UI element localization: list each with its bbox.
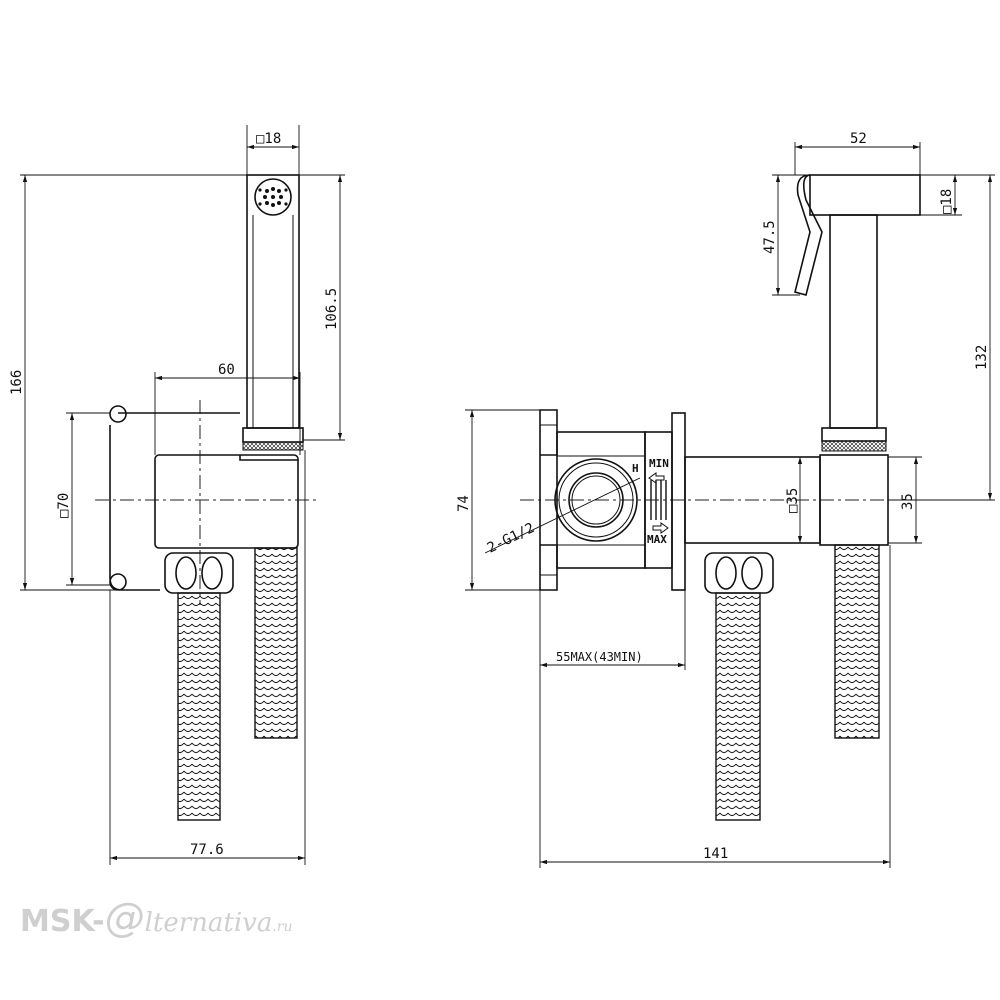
dim-total-width: 141	[703, 846, 728, 862]
dim-lever: 47.5	[762, 220, 778, 254]
label-min: MIN	[649, 457, 669, 470]
dim-flange: 74	[456, 495, 472, 512]
valve-port	[554, 458, 638, 542]
dim-shower-length: 106.5	[324, 288, 340, 330]
dim-block-depth: 60	[218, 362, 235, 378]
logo-rest: lternativa	[144, 908, 273, 938]
left-view: □18 166 106.5 60 □70 77.6	[9, 125, 345, 865]
dim-head-square: □18	[256, 131, 281, 147]
logo-tld: .ru	[272, 919, 293, 935]
dim-head-square: □18	[939, 189, 955, 214]
dim-plate-square: □70	[56, 493, 72, 518]
arrow-right-icon	[652, 522, 669, 534]
dim-tube-height: 35	[900, 493, 916, 510]
watermark-logo: MSK-@lternativa.ru	[20, 895, 293, 941]
dim-height: 132	[974, 345, 990, 370]
lever	[794, 174, 823, 296]
dim-head-length: 52	[850, 131, 867, 147]
label-max: MAX	[647, 533, 667, 546]
hose	[834, 544, 880, 739]
logo-brand: MSK-	[20, 904, 105, 939]
dim-total-depth: 77.6	[190, 842, 224, 858]
shower-head	[809, 174, 921, 216]
hand-shower-stem	[829, 214, 878, 429]
leader-line	[484, 477, 641, 554]
wall-block	[154, 454, 299, 549]
hose	[254, 547, 298, 739]
arrow-left-icon	[648, 472, 665, 484]
dim-total-height: 166	[9, 370, 25, 395]
logo-at: @	[104, 895, 145, 941]
collar	[242, 427, 304, 443]
hand-shower	[246, 174, 300, 429]
label-h: H	[632, 462, 639, 475]
dim-install-depth: 55MAX(43MIN)	[556, 650, 643, 664]
plate-knob	[109, 573, 127, 591]
hose	[177, 592, 221, 821]
shower-head-nozzles	[254, 178, 292, 216]
thread-label: 2-G1/2	[485, 520, 537, 557]
hose	[715, 592, 761, 821]
right-view: 2-G1/2 H MIN MAX 52 □18 47.5 132	[456, 131, 995, 868]
dim-tube-square: □35	[785, 488, 801, 513]
cover-plate	[671, 412, 686, 591]
collar	[821, 427, 887, 442]
plate-knob	[109, 405, 127, 423]
